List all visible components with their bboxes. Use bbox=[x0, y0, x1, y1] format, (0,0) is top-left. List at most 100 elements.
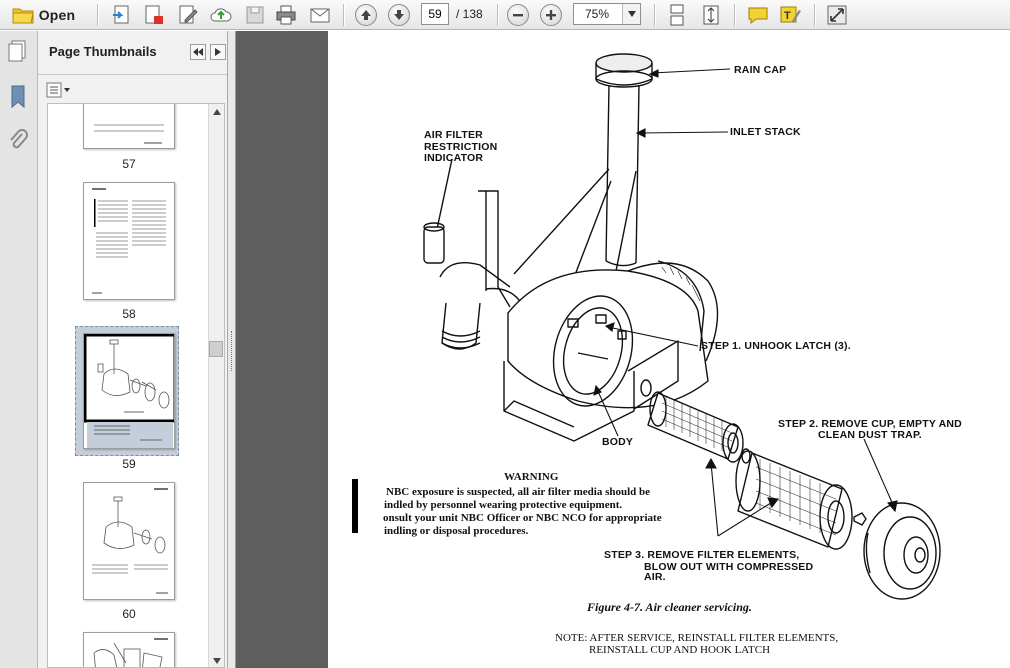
navigation-rail bbox=[0, 31, 38, 668]
thumbnail-page-61[interactable] bbox=[83, 632, 175, 667]
zoom-out-button[interactable] bbox=[505, 0, 531, 30]
speech-bubble-icon bbox=[748, 7, 768, 25]
page-preview bbox=[92, 488, 168, 594]
save-button[interactable] bbox=[241, 0, 269, 30]
thumbnail-page-number: 59 bbox=[122, 457, 136, 471]
scrolling-mode-icon bbox=[670, 4, 684, 26]
label-step3-line3: AIR. bbox=[644, 571, 666, 583]
print-button[interactable] bbox=[272, 0, 300, 30]
main-toolbar: Open bbox=[0, 0, 1010, 30]
note-line-1: NOTE: AFTER SERVICE, REINSTALL FILTER EL… bbox=[555, 632, 839, 644]
bookmark-icon bbox=[11, 85, 25, 109]
thumbnail-page-59[interactable] bbox=[83, 333, 175, 449]
thumbnail-scrollbar[interactable] bbox=[208, 104, 224, 667]
thumbnail-page-57[interactable] bbox=[83, 104, 175, 149]
arrow-down-icon bbox=[394, 10, 404, 20]
thumbnail-page-60[interactable] bbox=[83, 482, 175, 600]
options-list-icon bbox=[46, 82, 70, 98]
previous-page-button[interactable] bbox=[353, 0, 379, 30]
page-preview bbox=[94, 124, 164, 144]
warning-line-4: indling or disposal procedures. bbox=[384, 525, 529, 537]
document-view[interactable]: RAIN CAP INLET STACK AIR FILTER RESTRICT… bbox=[236, 31, 1010, 668]
svg-text:T: T bbox=[784, 10, 791, 22]
thumbnail-panel-header: Page Thumbnails bbox=[38, 31, 227, 75]
thumbnail-panel: Page Thumbnails 57 bbox=[38, 31, 228, 668]
warning-title: WARNING bbox=[504, 471, 559, 483]
folder-icon bbox=[12, 8, 34, 24]
air-cleaner-illustration bbox=[423, 53, 941, 600]
zoom-value: 75% bbox=[585, 7, 610, 21]
fit-page-button[interactable] bbox=[697, 0, 725, 30]
scroll-up-icon bbox=[213, 109, 221, 115]
printer-icon bbox=[276, 5, 296, 25]
highlighter-icon: T bbox=[780, 6, 801, 23]
export-pdf-button[interactable] bbox=[140, 0, 168, 30]
page-thumbnails-nav-button[interactable] bbox=[5, 39, 31, 65]
open-label: Open bbox=[38, 7, 76, 23]
open-button[interactable]: Open bbox=[6, 0, 80, 30]
create-pdf-button[interactable] bbox=[108, 0, 136, 30]
thumbnail-page-number: 60 bbox=[122, 607, 136, 621]
upload-cloud-button[interactable] bbox=[206, 0, 236, 30]
thumbnail-options-button[interactable] bbox=[46, 81, 72, 99]
expand-panel-button[interactable] bbox=[210, 44, 226, 60]
thumbnail-page-number: 57 bbox=[122, 157, 136, 171]
page-preview bbox=[93, 638, 168, 667]
zoom-in-button[interactable] bbox=[538, 0, 564, 30]
create-pdf-icon bbox=[113, 5, 129, 24]
label-body: BODY bbox=[602, 436, 634, 448]
fit-page-icon bbox=[703, 5, 719, 25]
full-screen-button[interactable] bbox=[823, 0, 851, 30]
double-chevron-left-icon bbox=[193, 48, 203, 56]
thumbnail-scroll-thumb[interactable] bbox=[209, 341, 223, 357]
label-step3-line1: STEP 3. REMOVE FILTER ELEMENTS, bbox=[604, 549, 800, 561]
bookmarks-nav-button[interactable] bbox=[5, 83, 31, 111]
thumbnail-page-number: 58 bbox=[122, 307, 136, 321]
thumbnail-panel-title: Page Thumbnails bbox=[49, 44, 157, 59]
next-page-button[interactable] bbox=[386, 0, 412, 30]
collapse-panel-button[interactable] bbox=[190, 44, 206, 60]
export-pdf-icon bbox=[145, 5, 163, 24]
highlight-text-button[interactable]: T bbox=[776, 0, 804, 30]
label-inlet-stack: INLET STACK bbox=[730, 126, 801, 138]
label-air-filter-line2: RESTRICTION bbox=[424, 141, 498, 153]
page-total-label: / 138 bbox=[456, 7, 483, 21]
warning-line-1: NBC exposure is suspected, all air filte… bbox=[386, 486, 651, 498]
scroll-down-icon bbox=[213, 658, 221, 664]
comment-button[interactable] bbox=[744, 0, 772, 30]
label-step1: STEP 1. UNHOOK LATCH (3). bbox=[701, 340, 851, 352]
chevron-down-icon bbox=[627, 11, 636, 17]
label-step2-line1: STEP 2. REMOVE CUP, EMPTY AND bbox=[778, 418, 962, 430]
page-number-input[interactable] bbox=[421, 3, 449, 25]
arrow-up-icon bbox=[361, 10, 371, 20]
note-line-2: REINSTALL CUP AND HOOK LATCH bbox=[589, 644, 771, 656]
minus-icon bbox=[513, 14, 523, 17]
warning-bar bbox=[352, 479, 358, 533]
label-air-filter-line3: INDICATOR bbox=[424, 152, 484, 164]
edit-document-icon bbox=[179, 5, 198, 24]
panel-splitter[interactable] bbox=[228, 31, 236, 668]
cloud-upload-icon bbox=[210, 8, 232, 22]
attachments-nav-button[interactable] bbox=[5, 127, 31, 155]
envelope-icon bbox=[310, 8, 330, 23]
thumbnail-list[interactable]: 57 58 bbox=[47, 103, 225, 668]
thumbnail-page-58[interactable] bbox=[83, 182, 175, 300]
label-rain-cap: RAIN CAP bbox=[734, 64, 787, 76]
document-page: RAIN CAP INLET STACK AIR FILTER RESTRICT… bbox=[328, 31, 1010, 668]
pages-icon bbox=[8, 40, 26, 62]
save-disk-icon bbox=[246, 6, 264, 24]
paperclip-icon bbox=[10, 129, 28, 149]
plus-icon bbox=[546, 10, 556, 20]
scrolling-mode-button[interactable] bbox=[663, 0, 691, 30]
zoom-select[interactable]: 75% bbox=[573, 3, 641, 25]
label-step2-line2: CLEAN DUST TRAP. bbox=[818, 429, 922, 441]
label-step3-line2: BLOW OUT WITH COMPRESSED bbox=[644, 561, 814, 573]
edit-pdf-button[interactable] bbox=[174, 0, 202, 30]
figure-caption: Figure 4-7. Air cleaner servicing. bbox=[587, 600, 752, 614]
warning-line-2: indled by personnel wearing protective e… bbox=[384, 499, 623, 511]
page-preview bbox=[92, 188, 166, 294]
label-air-filter-line1: AIR FILTER bbox=[424, 129, 483, 141]
email-button[interactable] bbox=[305, 0, 335, 30]
expand-arrows-icon bbox=[827, 5, 847, 25]
warning-line-3: onsult your unit NBC Officer or NBC NCO … bbox=[383, 512, 662, 524]
